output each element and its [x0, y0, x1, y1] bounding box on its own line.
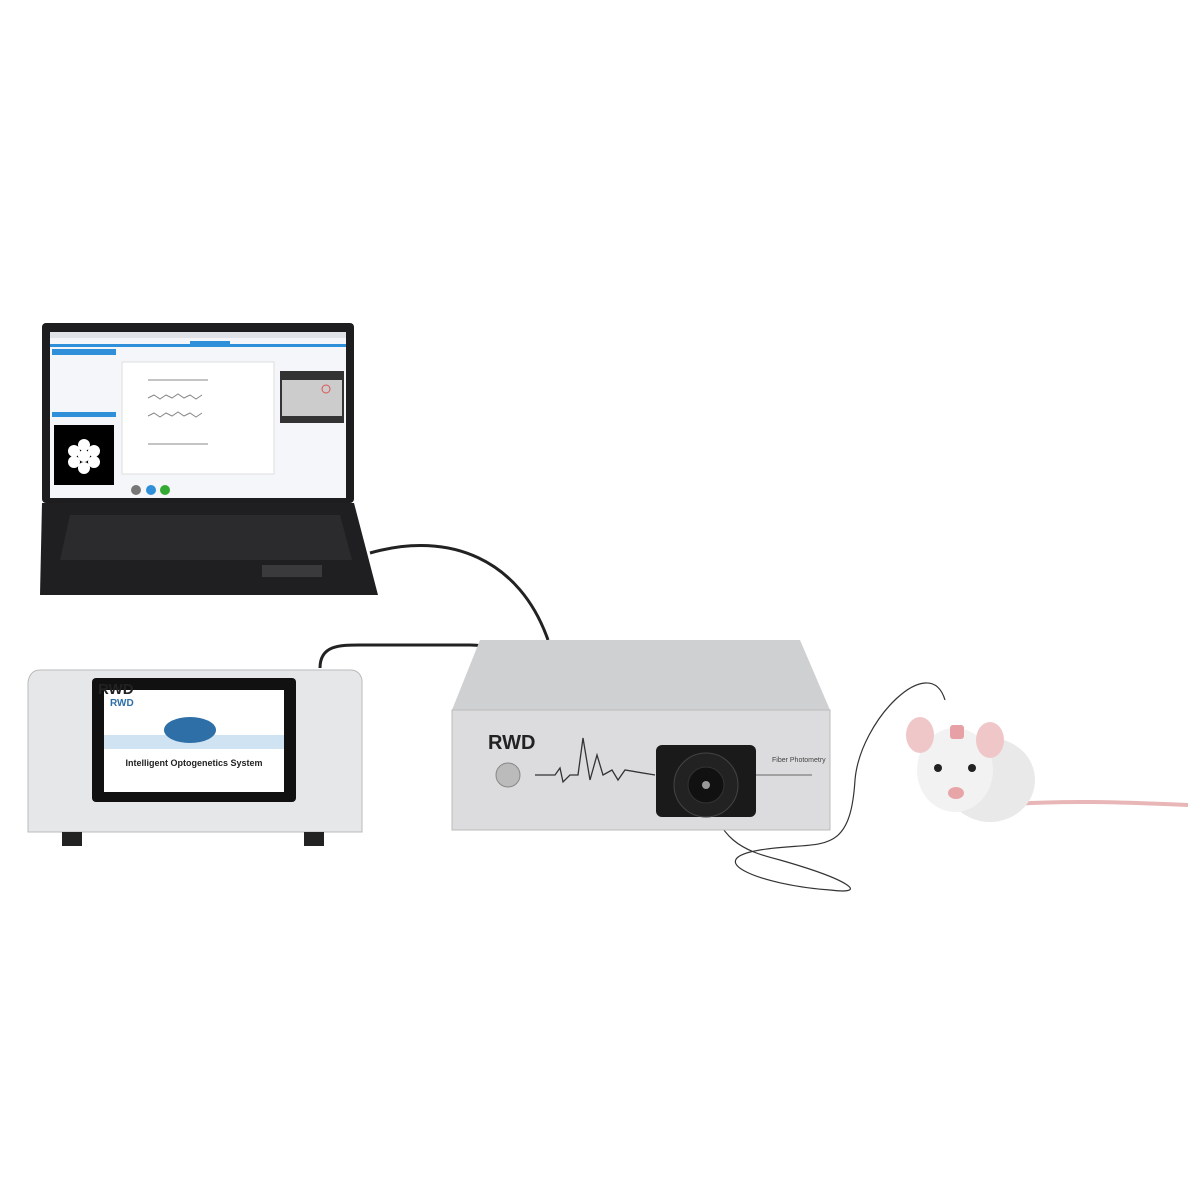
mouse	[906, 717, 1189, 822]
laptop-cable	[369, 544, 550, 641]
fiber-photometry-box	[451, 640, 831, 831]
tablet-logo: RWD	[98, 681, 134, 698]
tablet-screen-title: Intelligent Optogenetics System	[125, 758, 262, 768]
power-button	[495, 762, 521, 788]
box-label: Fiber Photometry	[772, 757, 826, 764]
tablet-cable	[318, 643, 492, 669]
laptop	[40, 323, 378, 595]
mouse-graphic	[164, 717, 216, 743]
box-logo: RWD	[488, 732, 535, 754]
tablet-screen-logo: RWD	[110, 698, 134, 709]
fiber-cable	[705, 682, 946, 892]
signal-waveform	[535, 737, 656, 784]
optogenetics-tablet	[27, 669, 363, 846]
